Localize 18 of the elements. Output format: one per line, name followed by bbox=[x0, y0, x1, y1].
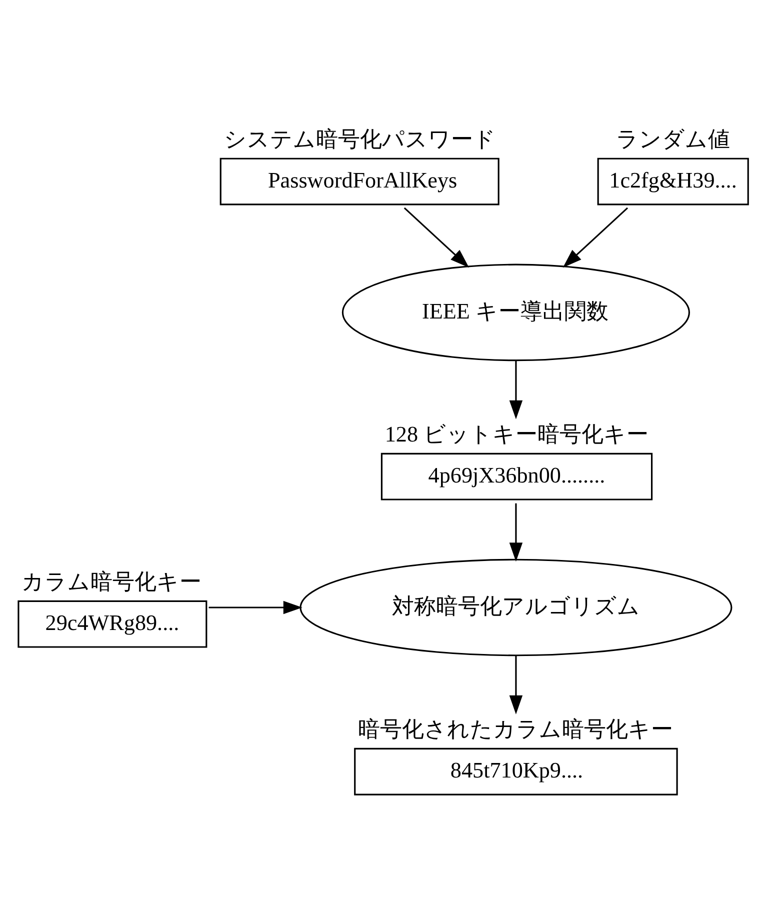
node-box: 29c4WRg89.... bbox=[18, 600, 208, 648]
node-ellipse: IEEE キー導出関数 bbox=[342, 263, 690, 361]
node-box: 1c2fg&H39.... bbox=[597, 157, 749, 205]
arrow bbox=[208, 600, 302, 614]
node-label: ランダム値 bbox=[616, 126, 730, 151]
node-label: システム暗号化パスワード bbox=[224, 126, 496, 151]
node-label: 暗号化されたカラム暗号化キー bbox=[358, 716, 674, 741]
node-label: 128 ビットキー暗号化キー bbox=[384, 420, 649, 446]
arrow bbox=[509, 502, 523, 562]
node-label: カラム暗号化キー bbox=[22, 568, 202, 594]
arrow bbox=[509, 655, 523, 714]
node-box: 4p69jX36bn00........ bbox=[380, 452, 653, 500]
arrow bbox=[562, 206, 628, 268]
node-ellipse: 対称暗号化アルゴリズム bbox=[300, 558, 732, 656]
arrow bbox=[404, 206, 470, 268]
node-box: 845t710Kp9.... bbox=[354, 747, 678, 795]
node-box: PasswordForAllKeys bbox=[220, 157, 500, 205]
arrow bbox=[509, 360, 523, 419]
